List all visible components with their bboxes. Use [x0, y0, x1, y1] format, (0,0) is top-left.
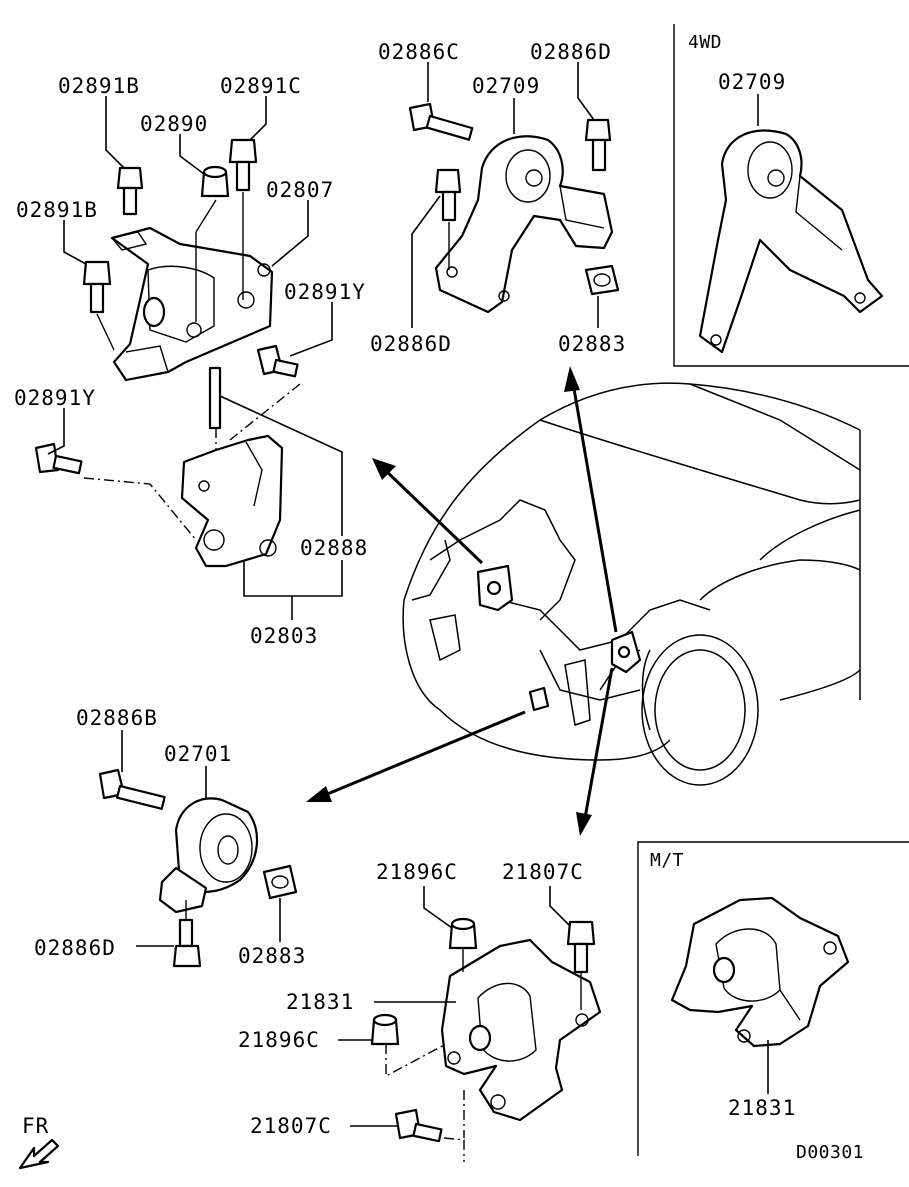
callout-02891y-right: 02891Y	[284, 280, 366, 304]
inset-4wd-title: 4WD	[688, 32, 723, 53]
bolt-02891b-top	[116, 166, 144, 216]
inset-4wd-callout-02709: 02709	[718, 70, 787, 94]
callout-21896c-top: 21896C	[376, 860, 458, 884]
callout-02886c: 02886C	[378, 40, 460, 64]
bracket-02807-group	[82, 138, 299, 382]
bolt-02886d-top	[584, 118, 612, 172]
callout-02883-top: 02883	[558, 332, 627, 356]
callout-02701: 02701	[164, 742, 233, 766]
bolt-21807c-bottom	[394, 1108, 443, 1143]
callout-21831: 21831	[286, 990, 355, 1014]
mount-21831-group	[370, 917, 602, 1162]
bolt-02886d-bottom	[172, 918, 202, 968]
mount-02709-group	[408, 102, 620, 314]
callout-02709: 02709	[472, 74, 541, 98]
callout-02891y-left: 02891Y	[14, 386, 96, 410]
mount-02701-group	[98, 768, 298, 968]
inset-mt-frame	[637, 841, 909, 1156]
callout-02891b-left: 02891B	[16, 198, 98, 222]
bolt-02886b	[98, 768, 166, 810]
bolt-02886d-mid	[434, 168, 462, 222]
callout-02886d-bottom: 02886D	[34, 936, 116, 960]
callout-02888: 02888	[300, 536, 369, 560]
mount-02709-4wd	[698, 129, 884, 354]
callout-02803: 02803	[250, 624, 319, 648]
pointer-arrows	[306, 366, 618, 836]
inset-4wd-frame	[673, 24, 909, 367]
callout-02883-bottom: 02883	[238, 944, 307, 968]
bolt-21807c-top	[566, 920, 596, 974]
engine-compartment-mounts	[476, 564, 642, 712]
bolt-02891b-left	[82, 260, 112, 314]
callout-02886d-top: 02886D	[530, 40, 612, 64]
bolt-02886c	[408, 102, 474, 141]
inset-mt-callout-21831: 21831	[728, 1096, 797, 1120]
mount-21831-mt	[670, 896, 850, 1048]
bracket-02803-group	[34, 366, 301, 568]
callout-02886b: 02886B	[76, 706, 158, 730]
callout-02886d-mid: 02886D	[370, 332, 452, 356]
front-arrow-icon	[18, 1138, 60, 1170]
callout-21807c-top: 21807C	[502, 860, 584, 884]
vehicle-outline	[402, 382, 861, 786]
callout-02890: 02890	[140, 112, 209, 136]
callout-02891c: 02891C	[220, 74, 302, 98]
callout-02807: 02807	[266, 178, 335, 202]
nut-02890	[200, 165, 230, 198]
callout-21896c-left: 21896C	[238, 1028, 320, 1052]
callout-21807c-bottom: 21807C	[250, 1114, 332, 1138]
diagram-code: D00301	[796, 1142, 865, 1163]
nut-21896c-left	[370, 1013, 400, 1046]
inset-mt-title: M/T	[650, 850, 685, 871]
nut-02883-bottom	[262, 864, 298, 900]
leader-lines	[47, 62, 769, 1127]
bolt-02891y-right	[256, 344, 299, 378]
bolt-02891c	[228, 138, 258, 192]
callout-02891b-top: 02891B	[58, 74, 140, 98]
front-indicator-label: FR	[22, 1114, 50, 1138]
nut-21896c-top	[448, 917, 478, 950]
nut-02883-top	[584, 264, 620, 296]
